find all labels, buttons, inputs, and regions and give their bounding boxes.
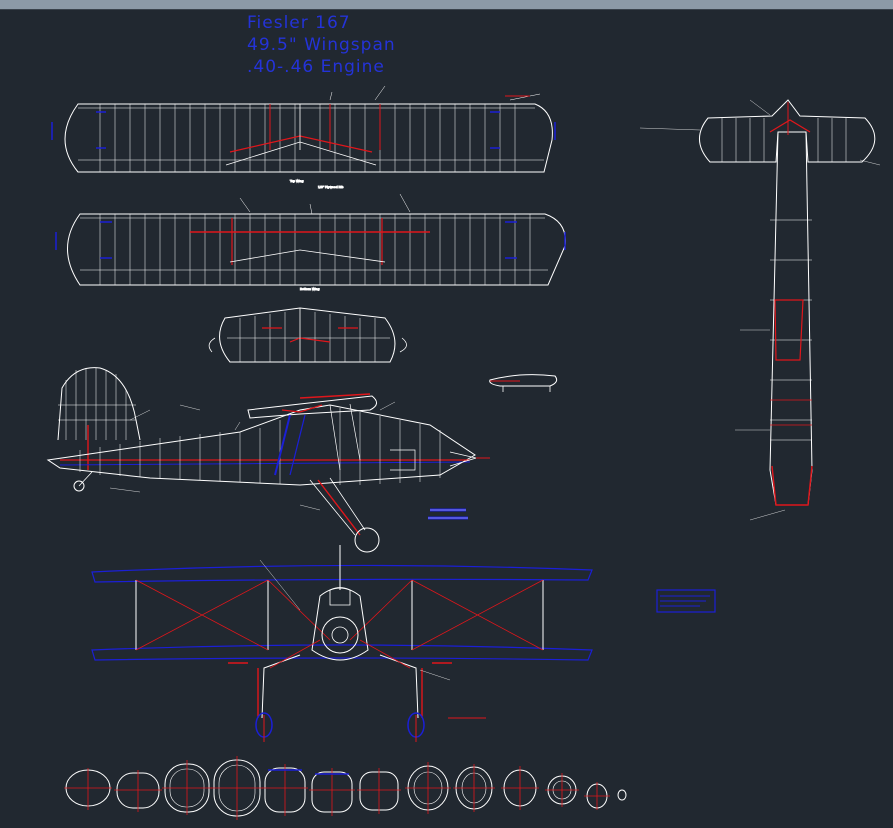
former-12 — [584, 782, 610, 810]
former-1 — [64, 768, 112, 810]
wing-note-label: 1/8" Plywood Rib — [318, 185, 343, 189]
bottom-wing-view — [55, 193, 566, 286]
former-3 — [162, 760, 212, 815]
title-block: Fiesler 167 49.5" Wingspan .40-.46 Engin… — [247, 12, 396, 78]
blue-strut-parts — [428, 508, 468, 520]
bottom-wing-label: Bottom Wing — [300, 287, 320, 291]
fuselage-top-view — [639, 99, 881, 521]
former-8 — [405, 762, 451, 814]
former-7 — [357, 768, 401, 814]
side-view-fuselage — [46, 367, 490, 553]
former-13 — [617, 789, 627, 801]
stabilizer-view — [208, 307, 407, 363]
former-4 — [211, 756, 263, 820]
former-9 — [453, 764, 495, 812]
top-wing-view — [51, 85, 556, 173]
fuselage-formers-row — [64, 756, 627, 820]
former-11 — [545, 773, 579, 807]
former-6 — [309, 768, 355, 816]
former-5 — [262, 764, 308, 816]
window-top-bar — [0, 0, 893, 10]
rib-profile-small — [489, 374, 558, 392]
front-view — [91, 545, 593, 742]
former-2 — [114, 770, 162, 812]
top-wing-label: Top Wing — [289, 179, 304, 183]
title-line-engine: .40-.46 Engine — [247, 57, 385, 77]
title-line-aircraft: Fiesler 167 — [247, 13, 351, 33]
title-line-wingspan: 49.5" Wingspan — [247, 35, 396, 55]
notes-box — [656, 589, 716, 613]
former-10 — [501, 766, 539, 810]
